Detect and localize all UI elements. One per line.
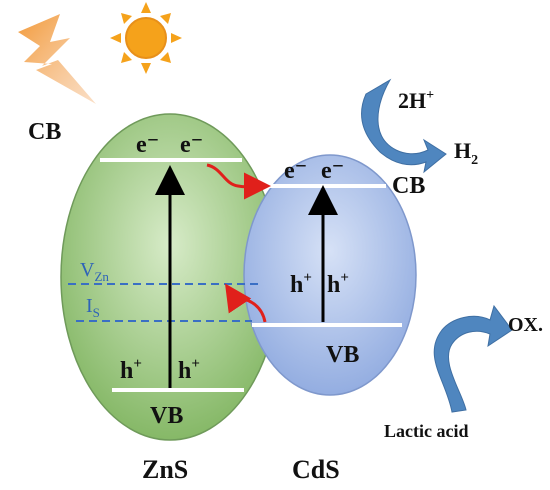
cds-hole-1: h+: [290, 270, 312, 298]
reduction-arrow: [361, 78, 447, 174]
cds-electron-2: e⁻: [321, 158, 344, 184]
lightning-icon: [18, 14, 96, 104]
zns-electron-2: e⁻: [180, 132, 203, 158]
cds-name-label: CdS: [292, 455, 340, 484]
i-s-label: IS: [86, 295, 100, 320]
cds-cb-label: CB: [392, 173, 425, 199]
zns-hole-2: h+: [178, 356, 200, 384]
zns-name-label: ZnS: [142, 455, 188, 484]
zns-vb-label: VB: [150, 403, 183, 429]
lactic-acid-label: Lactic acid: [384, 421, 468, 441]
zns-cb-label: CB: [28, 119, 61, 145]
product-h2-label: H2: [454, 138, 478, 168]
cds-hole-2: h+: [327, 270, 349, 298]
zns-electron-1: e⁻: [136, 132, 159, 158]
cds-electron-1: e⁻: [284, 158, 307, 184]
cds-vb-label: VB: [326, 342, 359, 368]
oxidized-product-label: OX.: [508, 314, 543, 336]
reactant-2h-label: 2H+: [398, 88, 434, 113]
zns-hole-1: h+: [120, 356, 142, 384]
hole-transfer-arrow: [225, 283, 267, 323]
cds-particle: [243, 154, 417, 396]
sun-icon: [110, 2, 182, 74]
oxidation-arrow: [433, 304, 513, 413]
electron-transfer-arrow: [206, 163, 271, 200]
v-zn-label: VZn: [80, 259, 109, 284]
